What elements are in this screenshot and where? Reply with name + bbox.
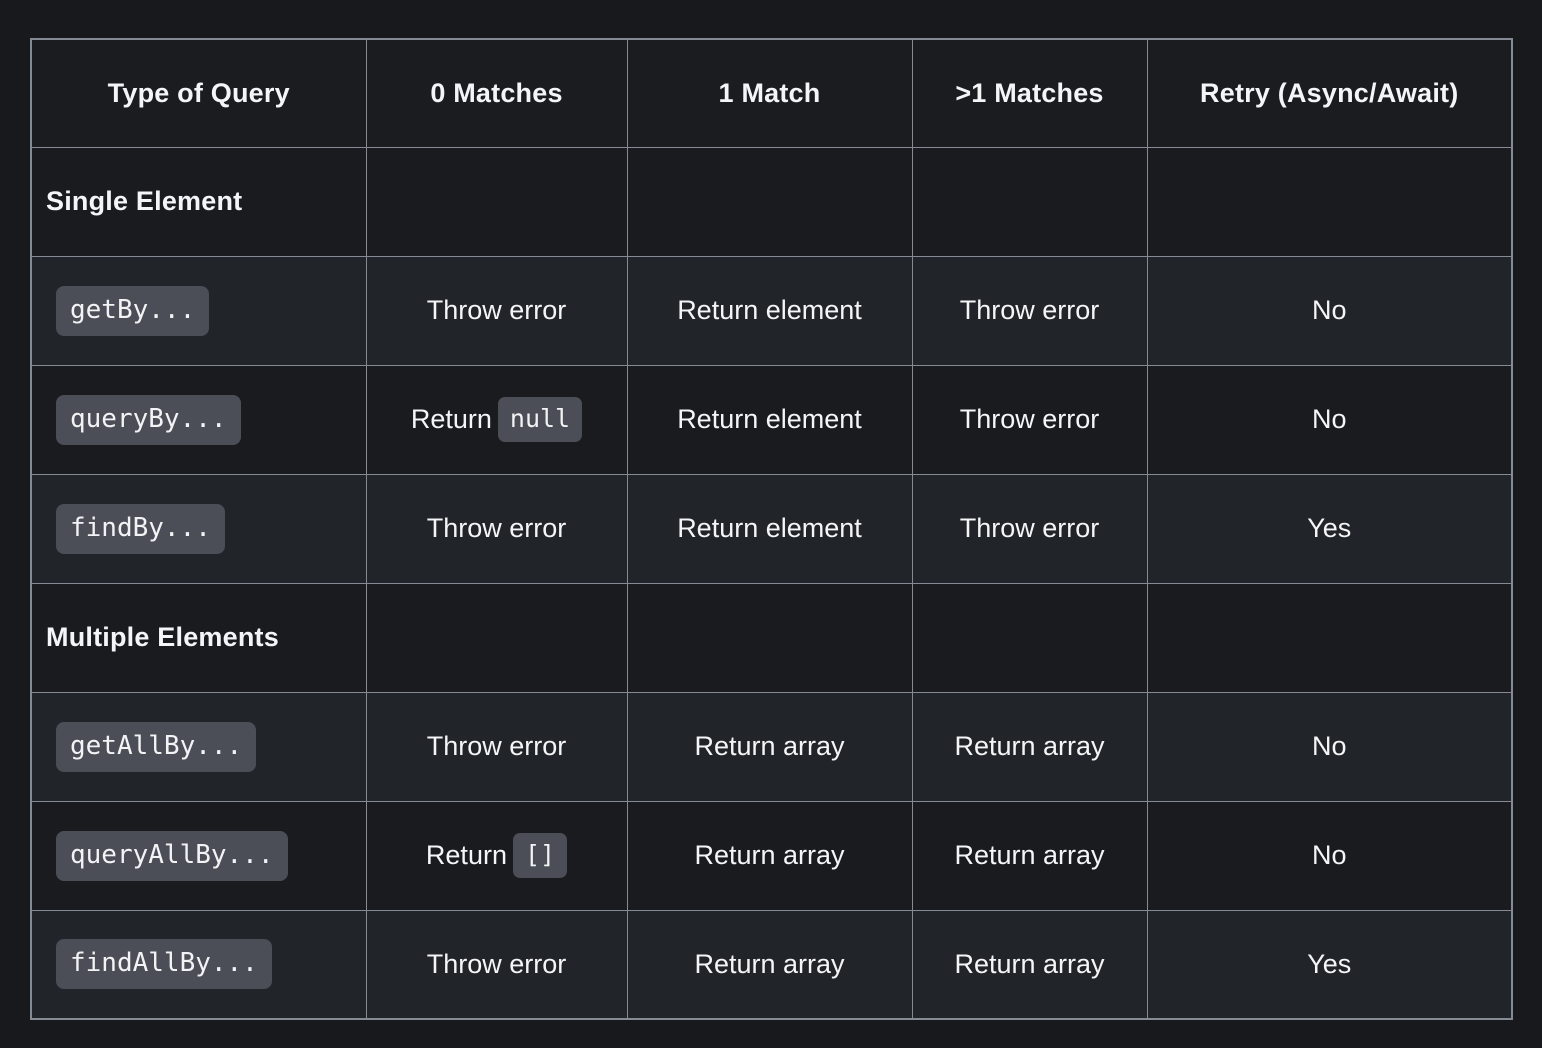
zero-matches-value: Return[] (425, 833, 568, 878)
query-name-code-chip: findBy... (56, 503, 225, 554)
empty-cell (365, 582, 628, 693)
retry-cell: Yes (1146, 909, 1513, 1020)
section-title: Multiple Elements (30, 582, 367, 693)
empty-cell (1146, 146, 1513, 257)
retry-cell: No (1146, 364, 1513, 475)
empty-cell (911, 146, 1148, 257)
one-match-cell: Return array (626, 691, 913, 802)
one-match-cell: Return array (626, 909, 913, 1020)
query-name-cell: getAllBy... (30, 691, 367, 802)
empty-cell (1146, 582, 1513, 693)
many-matches-cell: Return array (911, 909, 1148, 1020)
query-name-code-chip: queryAllBy... (56, 830, 288, 881)
zero-matches-text: Return (410, 404, 492, 434)
column-header-0-matches: 0 Matches (365, 38, 628, 148)
many-matches-cell: Throw error (911, 473, 1148, 584)
retry-cell: No (1146, 255, 1513, 366)
query-name-cell: findBy... (30, 473, 367, 584)
section-header-row: Single Element (30, 146, 1513, 257)
zero-matches-cell: Throw error (365, 909, 628, 1020)
query-cheatsheet-table: Type of Query 0 Matches 1 Match >1 Match… (30, 38, 1513, 1020)
section-title: Single Element (30, 146, 367, 257)
retry-cell: Yes (1146, 473, 1513, 584)
empty-cell (365, 146, 628, 257)
empty-cell (911, 582, 1148, 693)
query-name-code-chip: getAllBy... (56, 721, 257, 772)
query-name-cell: getBy... (30, 255, 367, 366)
many-matches-cell: Return array (911, 800, 1148, 911)
retry-cell: No (1146, 691, 1513, 802)
table-header: Type of Query 0 Matches 1 Match >1 Match… (30, 38, 1513, 148)
query-name-cell: queryAllBy... (30, 800, 367, 911)
zero-matches-cell: Throw error (365, 255, 628, 366)
section-header-row: Multiple Elements (30, 582, 1513, 693)
header-row: Type of Query 0 Matches 1 Match >1 Match… (30, 38, 1513, 148)
empty-cell (626, 582, 913, 693)
zero-matches-code-chip: [] (512, 833, 568, 878)
column-header-retry-async-await: Retry (Async/Await) (1146, 38, 1513, 148)
zero-matches-cell: Throw error (365, 691, 628, 802)
query-name-code-chip: getBy... (56, 285, 210, 336)
many-matches-cell: Return array (911, 691, 1148, 802)
zero-matches-text: Return (425, 840, 507, 870)
zero-matches-code-chip: null (497, 397, 583, 442)
many-matches-cell: Throw error (911, 255, 1148, 366)
one-match-cell: Return element (626, 364, 913, 475)
query-name-cell: queryBy... (30, 364, 367, 475)
zero-matches-cell: Return[] (365, 800, 628, 911)
column-header-type-of-query: Type of Query (30, 38, 367, 148)
zero-matches-cell: Throw error (365, 473, 628, 584)
query-name-code-chip: queryBy... (56, 394, 241, 445)
column-header-1-match: 1 Match (626, 38, 913, 148)
one-match-cell: Return element (626, 473, 913, 584)
one-match-cell: Return array (626, 800, 913, 911)
retry-cell: No (1146, 800, 1513, 911)
query-name-code-chip: findAllBy... (56, 939, 272, 990)
one-match-cell: Return element (626, 255, 913, 366)
many-matches-cell: Throw error (911, 364, 1148, 475)
query-name-cell: findAllBy... (30, 909, 367, 1020)
column-header-more-than-1-matches: >1 Matches (911, 38, 1148, 148)
empty-cell (626, 146, 913, 257)
